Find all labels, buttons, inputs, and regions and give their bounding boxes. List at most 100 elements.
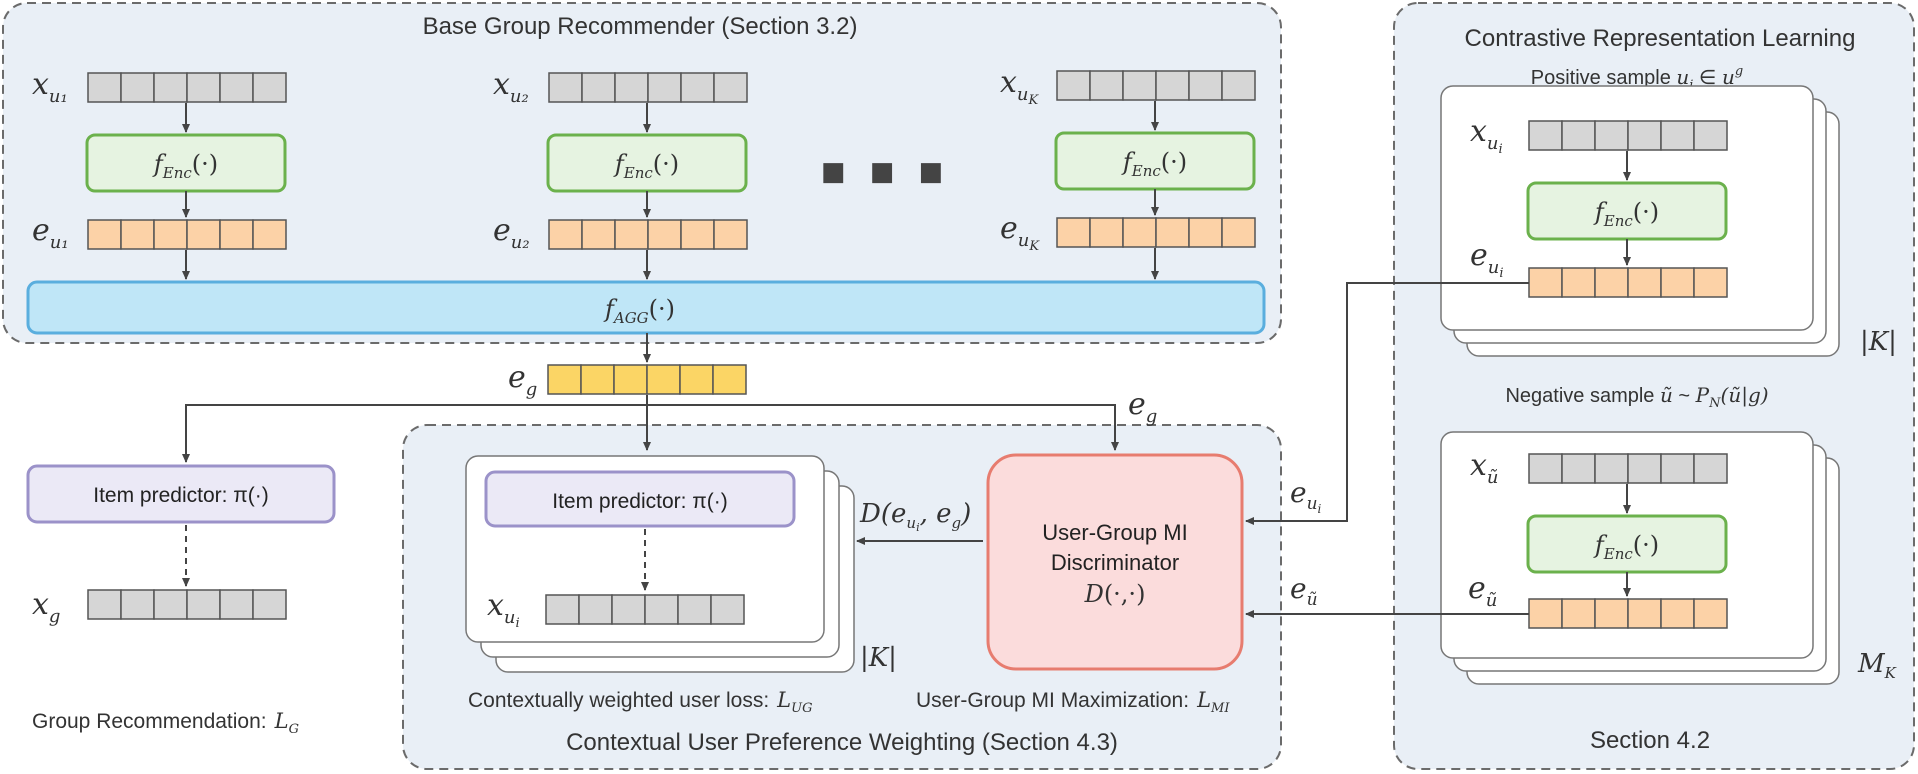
- vector-cell: [712, 364, 747, 395]
- vector-cell: [1660, 120, 1695, 151]
- e-utilde-arrow-label: eũ: [1290, 572, 1318, 610]
- vector-cell: [252, 72, 287, 103]
- vector-cell: [1188, 70, 1223, 101]
- vector-cell: [1627, 267, 1662, 298]
- vector-cell: [1561, 598, 1596, 629]
- context-predictor-label: Item predictor: π(·): [552, 490, 728, 513]
- vector-cell: [548, 219, 583, 250]
- vector-cell: [87, 589, 122, 620]
- vector-cell: [1627, 453, 1662, 484]
- vector-cell: [1155, 70, 1190, 101]
- vector-cell: [1089, 217, 1124, 248]
- vector-cell: [153, 72, 188, 103]
- section-title-contrastive: Contrastive Representation Learning: [1465, 25, 1856, 52]
- positive-count-label: |K|: [1860, 327, 1897, 357]
- left-predictor-block: Item predictor: π(·) xg Group Recommenda…: [26, 464, 336, 737]
- vector-cell: [1693, 267, 1728, 298]
- user-emb-vector-1: [87, 219, 287, 250]
- vector-cell: [1561, 120, 1596, 151]
- vector-cell: [186, 72, 221, 103]
- vector-cell: [614, 72, 649, 103]
- vector-cell: [1660, 453, 1695, 484]
- encoder-box-1: [85, 133, 287, 193]
- left-output-label: xg: [32, 587, 60, 627]
- section-title-contextual: Contextual User Preference Weighting (Se…: [566, 729, 1118, 756]
- negative-count-label: MK: [1857, 649, 1897, 682]
- arrow-eg-to-left-predictor: [182, 395, 648, 463]
- vector-cell: [1594, 120, 1629, 151]
- vector-cell: [548, 72, 583, 103]
- group-emb-label: eg: [508, 360, 537, 400]
- vector-cell: [1056, 70, 1091, 101]
- encoder-box-2: [546, 133, 748, 193]
- vector-cell: [713, 219, 748, 250]
- positive-encoder-box: [1526, 181, 1728, 241]
- vector-cell: [1693, 598, 1728, 629]
- negative-encoder-box: [1526, 514, 1728, 574]
- arrow-positive-to-discriminator: [1245, 282, 1529, 525]
- vector-cell: [1155, 217, 1190, 248]
- vector-cell: [219, 219, 254, 250]
- positive-sample-block: Positive sample ui ∈ ug xui fEnc(·) eui …: [1440, 64, 1897, 357]
- vector-cell: [87, 219, 122, 250]
- left-predictor-box: [26, 464, 336, 524]
- encoder-box-k: [1054, 131, 1256, 191]
- vector-cell: [153, 589, 188, 620]
- vector-cell: [1561, 453, 1596, 484]
- aggregator-block: fAGG(·): [26, 280, 1266, 335]
- vector-cell: [677, 594, 712, 625]
- vector-cell: [1693, 453, 1728, 484]
- user-column-1: xu₁ fEnc(·) eu₁: [32, 67, 287, 280]
- discriminator-line2: Discriminator: [1051, 550, 1179, 575]
- vector-cell: [219, 589, 254, 620]
- vector-cell: [120, 589, 155, 620]
- vector-cell: [120, 72, 155, 103]
- vector-cell: [1594, 453, 1629, 484]
- vector-cell: [1528, 598, 1563, 629]
- vector-cell: [1122, 217, 1157, 248]
- vector-cell: [186, 589, 221, 620]
- vector-cell: [545, 594, 580, 625]
- vector-cell: [578, 594, 613, 625]
- vector-cell: [611, 594, 646, 625]
- vector-cell: [1627, 598, 1662, 629]
- eg-label-right: eg: [1128, 387, 1157, 427]
- negative-encoder-label: fEnc(·): [1593, 531, 1659, 563]
- user-input-vector-2: [548, 72, 748, 103]
- left-predictor-label: Item predictor: π(·): [93, 484, 269, 507]
- vector-cell: [679, 364, 714, 395]
- negative-input-vector: [1528, 453, 1728, 484]
- user-input-vector-k: [1056, 70, 1256, 101]
- context-card-stack: Item predictor: π(·) xui |K| Contextuall…: [465, 455, 897, 716]
- vector-cell: [680, 219, 715, 250]
- discriminator-box: [986, 453, 1244, 671]
- vector-cell: [1089, 70, 1124, 101]
- vector-cell: [581, 219, 616, 250]
- vector-cell: [646, 364, 681, 395]
- user-input-label-1: xu₁: [32, 67, 68, 107]
- vector-cell: [1528, 453, 1563, 484]
- vector-cell: [1693, 120, 1728, 151]
- negative-input-label: xũ: [1470, 448, 1499, 488]
- context-loss-text: Contextually weighted user loss:LUG: [468, 688, 812, 716]
- vector-cell: [153, 219, 188, 250]
- vector-cell: [581, 72, 616, 103]
- negative-sample-block: Negative sample ũ ~ PN(ũ|g) xũ fEnc(·) e…: [1440, 383, 1897, 685]
- context-output-vector: [545, 594, 745, 625]
- user-input-vector-1: [87, 72, 287, 103]
- vector-cell: [710, 594, 745, 625]
- group-emb-vector: [547, 364, 747, 395]
- vector-cell: [252, 589, 287, 620]
- positive-emb-vector: [1528, 267, 1728, 298]
- vector-cell: [1122, 70, 1157, 101]
- vector-cell: [713, 72, 748, 103]
- vector-cell: [1561, 267, 1596, 298]
- vector-cell: [613, 364, 648, 395]
- vector-cell: [547, 364, 582, 395]
- vector-cell: [647, 219, 682, 250]
- context-count-label: |K|: [860, 643, 897, 673]
- positive-input-vector: [1528, 120, 1728, 151]
- group-loss-text: Group Recommendation:LG: [32, 709, 299, 737]
- negative-emb-vector: [1528, 598, 1728, 629]
